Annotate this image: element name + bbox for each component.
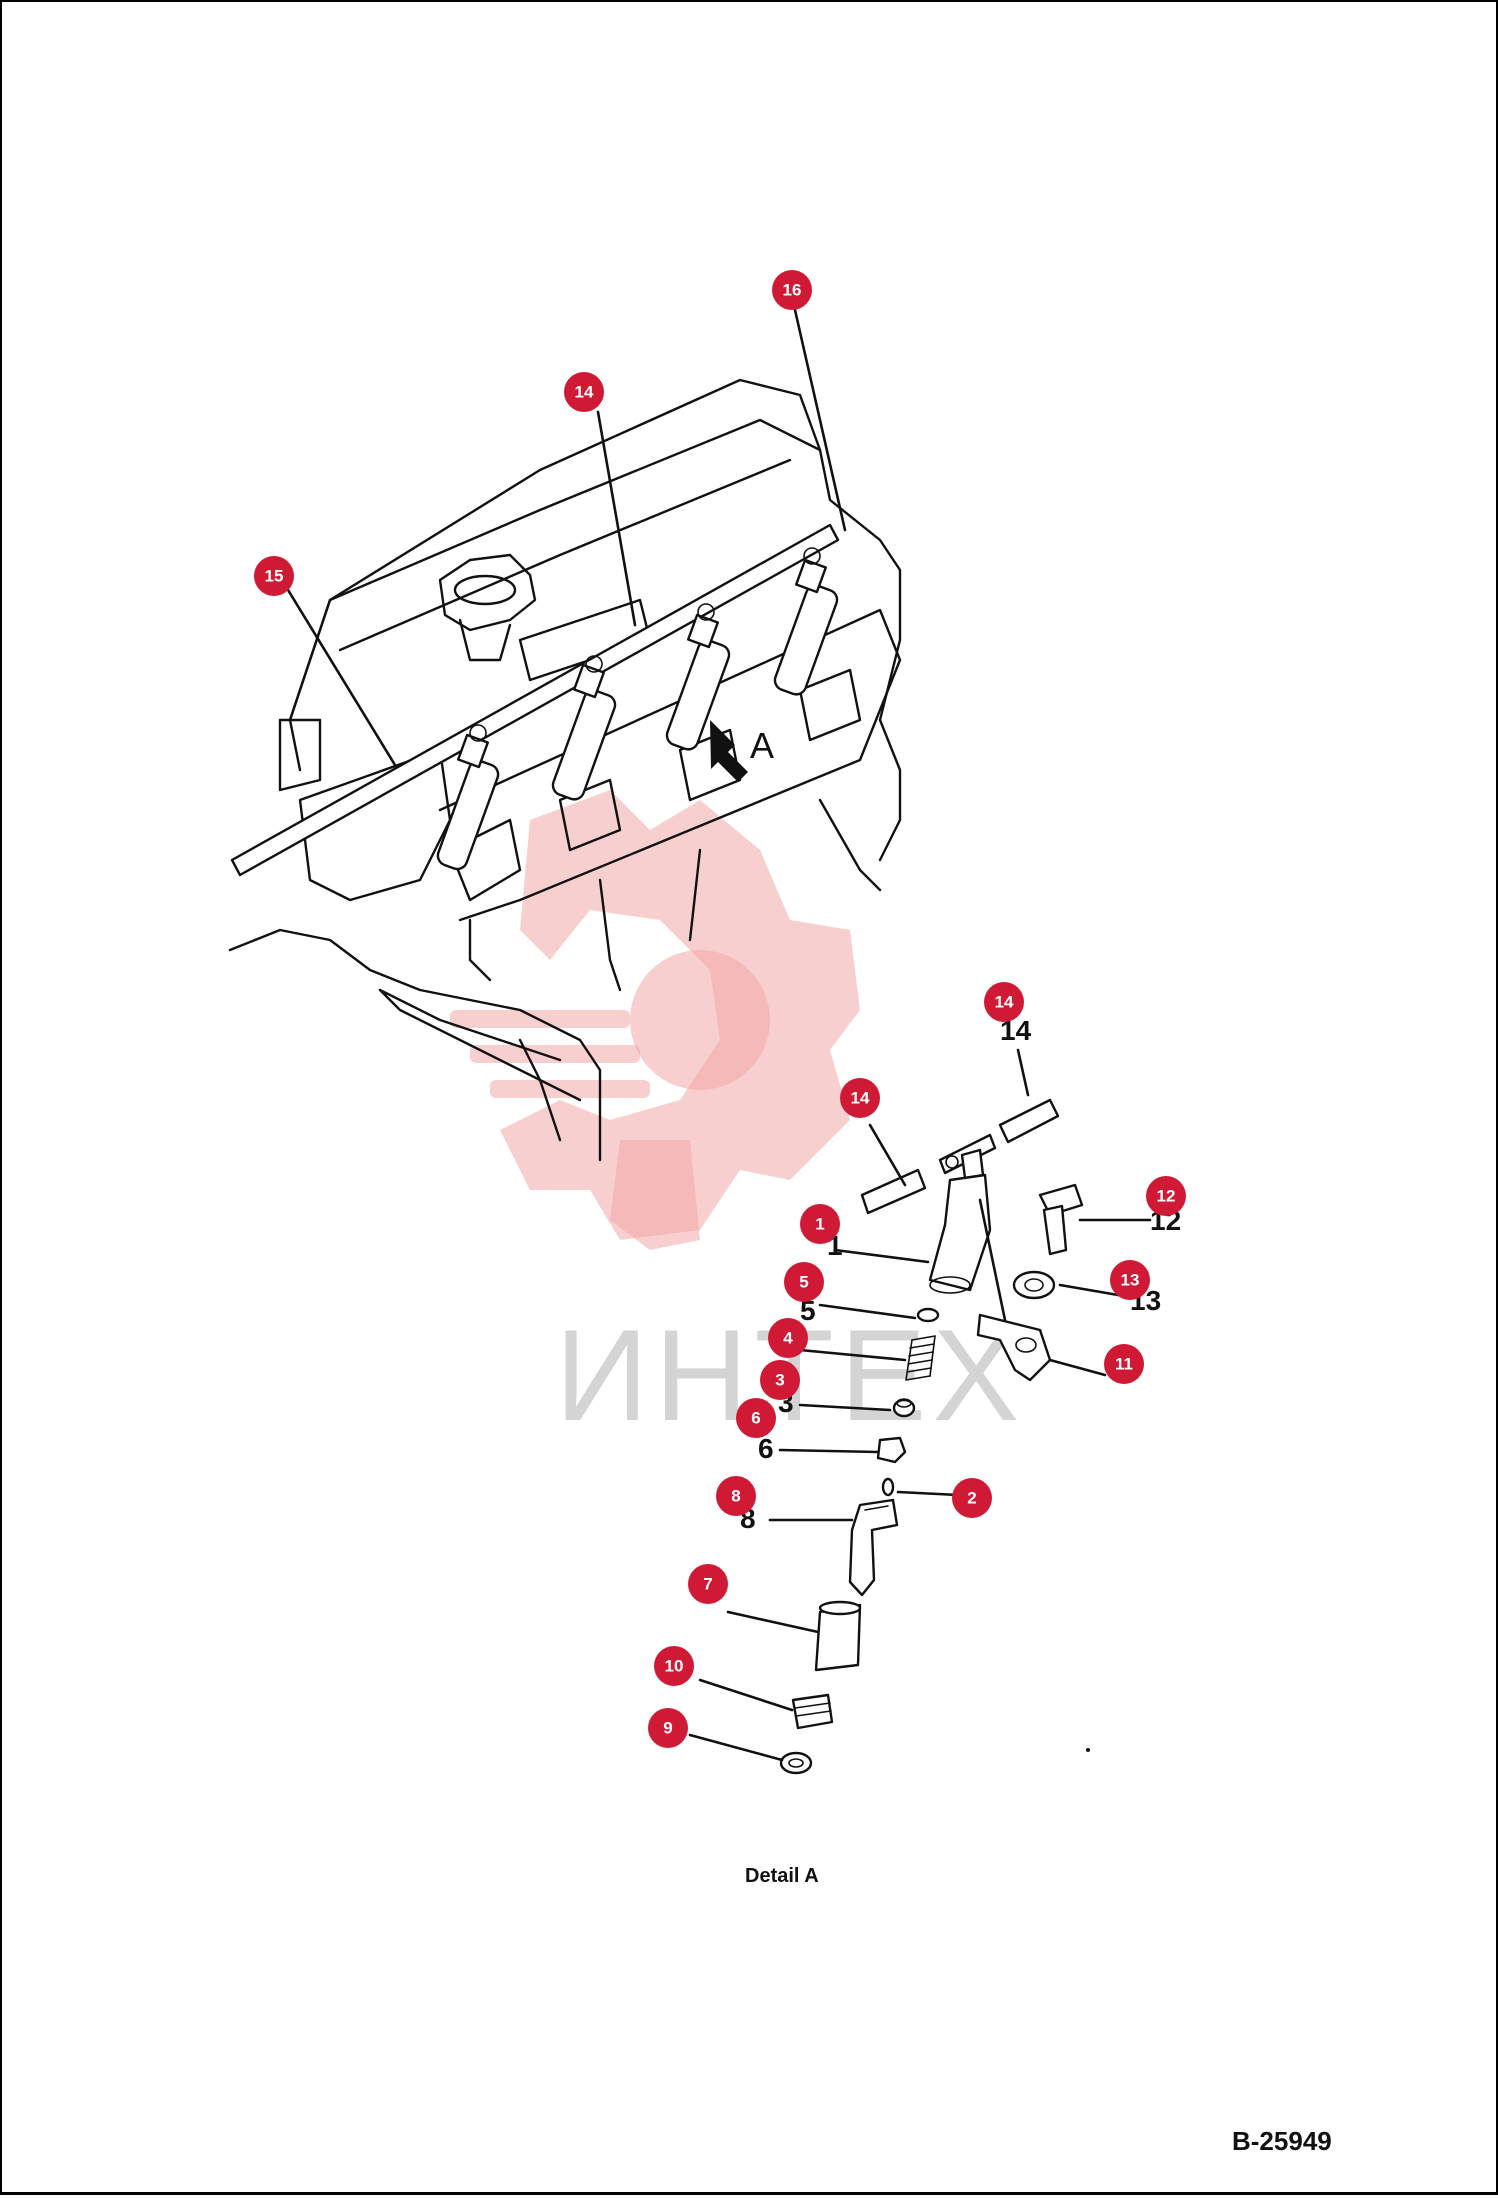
printed-number-6: 6 <box>758 1433 774 1464</box>
fuel-return-pipe <box>230 523 840 877</box>
svg-text:11: 11 <box>1115 1355 1133 1374</box>
svg-text:5: 5 <box>799 1273 808 1292</box>
svg-text:2: 2 <box>967 1489 976 1508</box>
callout-13[interactable]: 13 <box>1110 1260 1150 1300</box>
callout-9[interactable]: 9 <box>648 1708 688 1748</box>
detail-caption: Detail A <box>745 1865 819 1887</box>
callout-5[interactable]: 5 <box>784 1262 824 1302</box>
pin-part-2 <box>881 1477 895 1497</box>
shim-part-6 <box>876 1436 907 1464</box>
injector-cyl-2 <box>551 655 617 801</box>
callout-7[interactable]: 7 <box>688 1564 728 1604</box>
svg-text:3: 3 <box>775 1371 784 1390</box>
callout-14-pipe[interactable]: 14 <box>564 372 604 412</box>
callout-16[interactable]: 16 <box>772 270 812 310</box>
nozzle-part-8 <box>848 1498 899 1597</box>
washer-part-5 <box>916 1307 940 1323</box>
svg-text:13: 13 <box>1121 1271 1140 1290</box>
view-arrow-a: A <box>710 720 774 782</box>
svg-text:14: 14 <box>575 383 594 402</box>
callout-14-right-hose[interactable]: 14 <box>984 982 1024 1022</box>
gasket-part-9 <box>779 1751 813 1775</box>
svg-text:8: 8 <box>731 1487 740 1506</box>
callout-10[interactable]: 10 <box>654 1646 694 1686</box>
washer-part-13 <box>1012 1270 1056 1300</box>
injector-cyl-4 <box>773 547 839 696</box>
injector-cyl-1 <box>436 724 500 871</box>
leader-lines <box>283 308 1152 1762</box>
svg-text:10: 10 <box>665 1657 684 1676</box>
stray-dot <box>1086 1748 1090 1752</box>
holder-part-10 <box>791 1693 834 1730</box>
callout-8[interactable]: 8 <box>716 1476 756 1516</box>
svg-text:6: 6 <box>751 1409 760 1428</box>
hose-part-14-left <box>860 1168 927 1215</box>
hose-part-14-right <box>998 1098 1060 1144</box>
spring-seat-part-3 <box>892 1398 916 1418</box>
svg-text:15: 15 <box>265 567 284 586</box>
callout-11[interactable]: 11 <box>1104 1344 1144 1384</box>
callout-15[interactable]: 15 <box>254 556 294 596</box>
watermark-logo <box>450 790 860 1250</box>
callout-6[interactable]: 6 <box>736 1398 776 1438</box>
spring-part-4 <box>905 1335 936 1381</box>
callout-3[interactable]: 3 <box>760 1360 800 1400</box>
callout-2[interactable]: 2 <box>952 1478 992 1518</box>
svg-text:7: 7 <box>703 1575 712 1594</box>
view-marker-label: A <box>750 725 774 766</box>
engine-cylinder-head <box>228 378 902 1162</box>
bolt-part-12 <box>1038 1183 1084 1256</box>
callout-4[interactable]: 4 <box>768 1318 808 1358</box>
printed-number-5: 5 <box>800 1295 816 1326</box>
drawing-number: B-25949 <box>1232 2126 1332 2156</box>
svg-text:1: 1 <box>815 1215 824 1234</box>
injector-cyl-3 <box>665 603 731 751</box>
callout-1[interactable]: 1 <box>800 1204 840 1244</box>
clamp-part-11 <box>976 1313 1052 1382</box>
svg-text:12: 12 <box>1157 1187 1176 1206</box>
svg-text:14: 14 <box>995 993 1014 1012</box>
svg-text:4: 4 <box>783 1329 793 1348</box>
callout-14-left-hose[interactable]: 14 <box>840 1078 880 1118</box>
svg-text:9: 9 <box>663 1719 672 1738</box>
callout-12[interactable]: 12 <box>1146 1176 1186 1216</box>
injector-body-part-1 <box>928 1173 992 1294</box>
svg-text:14: 14 <box>851 1089 870 1108</box>
svg-text:16: 16 <box>783 281 802 300</box>
retaining-nut-part-7 <box>814 1600 862 1672</box>
